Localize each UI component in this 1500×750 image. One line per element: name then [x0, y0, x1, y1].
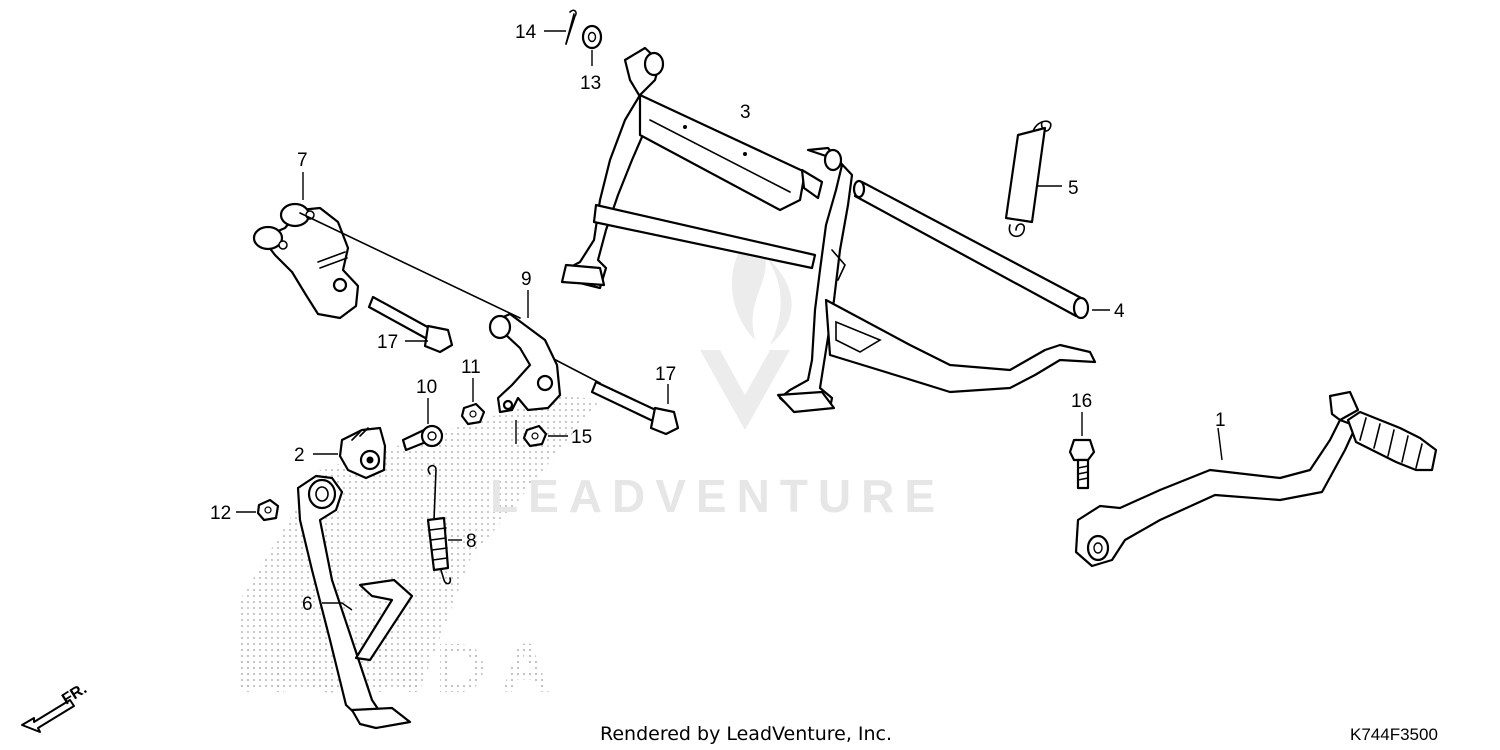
part-12-nut — [236, 498, 280, 522]
part-4-pivot-shaft — [852, 179, 1110, 320]
label-part-11: 11 — [461, 357, 481, 378]
front-direction-indicator: FR. — [21, 680, 90, 733]
part-5-spring — [1004, 120, 1062, 238]
part-15-nut — [522, 424, 568, 448]
label-part-7: 7 — [297, 150, 308, 171]
front-arrow-icon — [21, 699, 75, 733]
part-17-bolt-lower — [590, 380, 680, 436]
label-part-5: 5 — [1068, 178, 1079, 199]
leadventure-watermark-text: LEADVENTURE — [490, 470, 945, 522]
label-part-8: 8 — [466, 531, 477, 552]
diagram-code: K744F3500 — [1350, 725, 1438, 744]
part-16-bolt — [1068, 412, 1096, 490]
label-part-14: 14 — [515, 22, 537, 43]
part-3-main-stand — [560, 46, 1097, 414]
part-13-washer — [581, 24, 603, 66]
label-part-9: 9 — [521, 269, 532, 290]
part-2-side-stand-switch — [313, 426, 387, 480]
label-part-17-lower: 17 — [655, 364, 676, 385]
label-part-13: 13 — [580, 73, 601, 94]
label-part-17-upper: 17 — [377, 332, 398, 353]
part-7-bracket — [252, 172, 601, 384]
part-10-bolt — [401, 398, 444, 452]
label-part-2: 2 — [294, 445, 305, 466]
part-1-kick-starter-arm — [1074, 390, 1438, 568]
honda-watermark-text: HONDA — [238, 629, 565, 707]
part-8-side-stand-spring — [426, 464, 462, 585]
label-part-12: 12 — [210, 503, 231, 524]
label-part-15: 15 — [571, 427, 592, 448]
part-11-nut — [460, 378, 486, 426]
label-part-1: 1 — [1215, 410, 1226, 431]
footer-credit: Rendered by LeadVenture, Inc. — [600, 723, 892, 745]
label-part-16: 16 — [1071, 391, 1092, 412]
part-9-pivot-collar — [488, 290, 562, 444]
label-part-10: 10 — [416, 377, 437, 398]
part-6-side-stand — [296, 474, 414, 730]
label-part-6: 6 — [302, 594, 313, 615]
part-17-bolt-upper — [367, 295, 454, 354]
leadventure-watermark: LEADVENTURE — [490, 240, 945, 522]
label-part-4: 4 — [1114, 301, 1125, 322]
label-part-3: 3 — [740, 102, 751, 123]
part-14-cotter-pin — [544, 9, 577, 45]
part-number-labels: 1 2 3 4 5 6 7 8 9 10 11 12 13 14 15 16 1… — [210, 22, 1226, 615]
